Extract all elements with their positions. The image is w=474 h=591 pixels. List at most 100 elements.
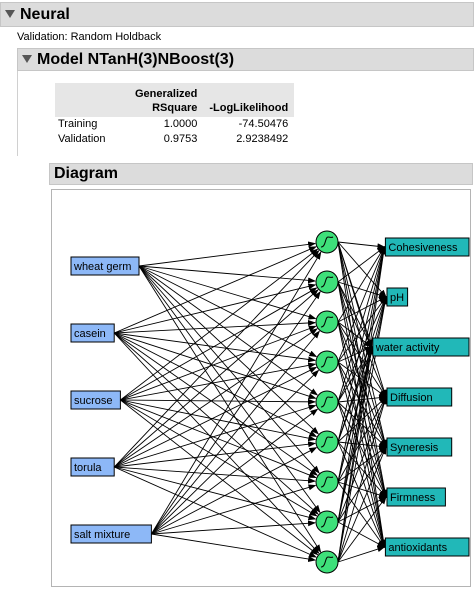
edge xyxy=(337,346,374,563)
edge xyxy=(151,251,322,535)
edge xyxy=(138,265,322,553)
input-node-label: sucrose xyxy=(74,395,113,407)
edge xyxy=(114,332,317,363)
hidden-node xyxy=(315,230,339,254)
output-node-box xyxy=(384,237,470,257)
edge xyxy=(337,296,387,443)
hidden-node-circle xyxy=(315,430,339,454)
edge xyxy=(337,241,387,398)
loglik-cell: 2.9238492 xyxy=(236,133,289,145)
hidden-node-circle xyxy=(315,510,339,534)
edge xyxy=(151,330,320,535)
edge xyxy=(113,249,320,468)
hidden-node-circle xyxy=(315,550,339,574)
edge xyxy=(151,408,319,535)
edge xyxy=(120,362,317,401)
hidden-node xyxy=(315,310,339,334)
edge xyxy=(337,246,387,523)
edge xyxy=(337,441,385,548)
sigmoid-icon xyxy=(320,516,334,528)
edge xyxy=(337,246,386,443)
hidden-node xyxy=(315,510,339,534)
col-header-loglikelihood: -LogLikelihood xyxy=(203,83,295,117)
edge xyxy=(113,332,318,476)
model-section-header[interactable]: Model NTanH(3)NBoost(3) xyxy=(17,48,474,71)
edge xyxy=(114,466,317,484)
edge xyxy=(337,246,386,283)
sigmoid-icon xyxy=(320,436,334,448)
edge xyxy=(151,484,317,535)
input-node: casein xyxy=(70,323,115,343)
output-node: Diffusion xyxy=(386,387,453,407)
edge xyxy=(337,246,387,563)
edge xyxy=(337,396,387,523)
edge xyxy=(337,346,374,523)
edge xyxy=(114,246,317,334)
output-node-label: Firmness xyxy=(390,492,436,504)
sigmoid-icon xyxy=(320,316,334,328)
edge xyxy=(138,241,317,267)
model-title: Model NTanH(3)NBoost(3) xyxy=(37,51,235,68)
diagram-section-header[interactable]: Diagram xyxy=(49,163,473,185)
hidden-node xyxy=(315,470,339,494)
input-node: sucrose xyxy=(70,390,121,410)
input-node-box xyxy=(70,390,121,410)
edge xyxy=(114,441,317,468)
input-node-label: torula xyxy=(74,462,102,474)
rsquare-cell: 0.9753 xyxy=(163,133,198,145)
output-node: Firmness xyxy=(386,487,446,507)
disclosure-triangle-icon[interactable] xyxy=(22,54,32,63)
edge xyxy=(337,396,387,483)
input-node-label: casein xyxy=(74,328,106,340)
output-node-label: pH xyxy=(390,292,404,304)
table-row: Validation 0.9753 2.9238492 xyxy=(55,132,294,147)
output-node: water activity xyxy=(372,337,470,357)
edge xyxy=(337,496,387,563)
hidden-node xyxy=(315,430,339,454)
edge xyxy=(138,265,319,435)
edge xyxy=(120,398,317,405)
edge xyxy=(151,291,321,535)
output-node-label: antioxidants xyxy=(388,542,447,554)
edge xyxy=(337,446,387,563)
validation-method: Validation: Random Holdback xyxy=(17,31,162,43)
hidden-node-circle xyxy=(315,270,339,294)
edge xyxy=(114,366,318,468)
output-node-label: Syneresis xyxy=(390,442,439,454)
edge xyxy=(114,466,317,558)
input-node-box xyxy=(70,524,152,544)
sigmoid-icon xyxy=(320,476,334,488)
report-title: Neural xyxy=(20,6,70,23)
neural-report-header[interactable]: Neural xyxy=(0,2,474,27)
edge xyxy=(337,481,385,548)
connections xyxy=(113,241,388,563)
table-row: Training 1.0000 -74.50476 xyxy=(55,117,294,132)
output-node-label: Diffusion xyxy=(390,392,433,404)
edge xyxy=(138,265,320,474)
sigmoid-icon xyxy=(320,276,334,288)
edge xyxy=(337,296,387,363)
edge xyxy=(120,325,317,401)
output-node-box xyxy=(386,287,409,307)
input-node-box xyxy=(70,457,115,477)
output-node: Cohesiveness xyxy=(384,237,470,257)
edge xyxy=(337,241,387,548)
hidden-node-circle xyxy=(315,470,339,494)
edge xyxy=(138,265,319,396)
output-node-box xyxy=(372,337,470,357)
edge xyxy=(120,287,318,401)
input-node: torula xyxy=(70,457,115,477)
edge xyxy=(337,281,387,298)
edge xyxy=(337,321,373,348)
edge xyxy=(114,404,317,468)
edge xyxy=(337,546,386,563)
edge xyxy=(337,521,386,548)
diagram-title: Diagram xyxy=(54,165,119,182)
input-node-box xyxy=(70,323,115,343)
hidden-node xyxy=(315,550,339,574)
edge xyxy=(114,283,317,334)
disclosure-triangle-icon[interactable] xyxy=(5,9,15,18)
edge xyxy=(337,396,387,563)
edge xyxy=(337,246,385,323)
